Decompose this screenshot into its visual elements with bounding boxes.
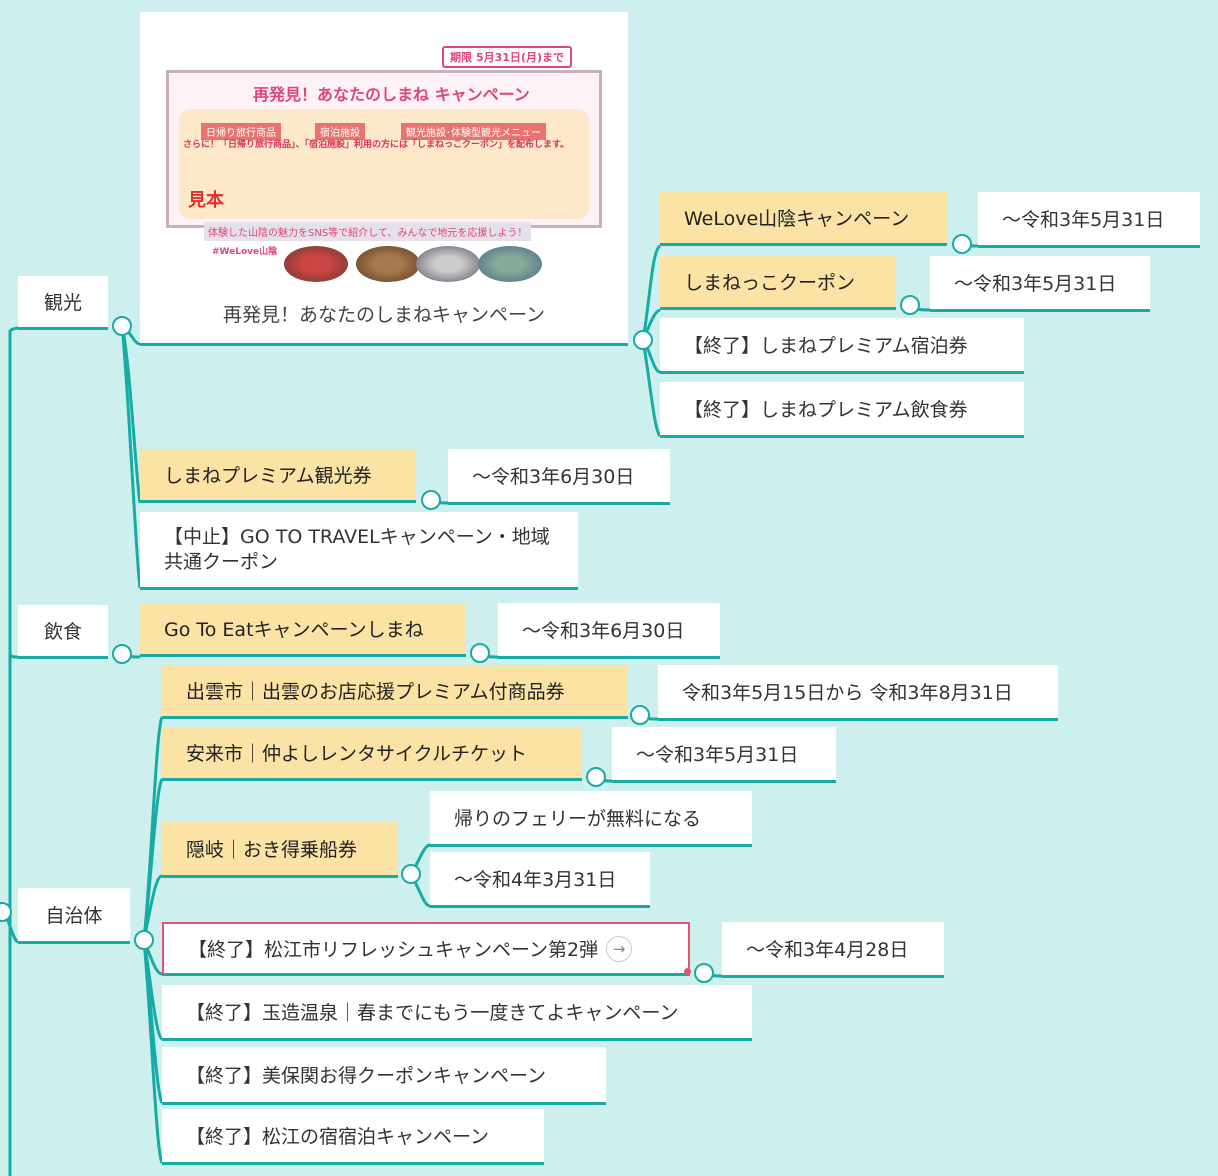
node-label: 〜令和3年6月30日 — [522, 620, 685, 642]
node-label: 〜令和3年5月31日 — [636, 744, 799, 766]
node-oki[interactable]: 隠岐｜おき得乗船券 — [162, 822, 398, 878]
node-label: Go To Eatキャンペーンしまね — [164, 619, 424, 641]
poster-label: 宿泊施設 — [315, 123, 365, 140]
collapse-toggle[interactable] — [633, 330, 653, 350]
poster-deadline: 期限 5月31日(月)まで — [442, 46, 572, 68]
collapse-toggle[interactable] — [586, 767, 606, 787]
node-gotravel[interactable]: 【中止】GO TO TRAVELキャンペーン・地域共通クーポン — [140, 512, 578, 590]
collapse-toggle[interactable] — [134, 930, 154, 950]
node-oki-note[interactable]: 帰りのフェリーが無料になる — [430, 791, 752, 847]
node-label: 〜令和3年4月28日 — [746, 939, 909, 961]
collapse-toggle[interactable] — [900, 295, 920, 315]
poster-sns: 体験した山陰の魅力をSNS等で紹介して、みんなで地元を応援しよう！ — [204, 222, 532, 241]
category-inshoku[interactable]: 飲食 — [18, 605, 108, 659]
image-node-caption: 再発見！あなたのしまねキャンペーン — [222, 304, 546, 326]
poster-title: 再発見！あなたのしまね キャンペーン — [253, 85, 530, 104]
collapse-toggle[interactable] — [470, 643, 490, 663]
node-label: 自治体 — [45, 905, 103, 927]
category-jichitai[interactable]: 自治体 — [18, 888, 130, 944]
castle-photo — [416, 246, 480, 282]
arrow-right-icon[interactable]: → — [606, 935, 633, 962]
node-izumo-date[interactable]: 令和3年5月15日から 令和3年8月31日 — [658, 665, 1058, 721]
node-shukuhaku[interactable]: 【終了】しまねプレミアム宿泊券 — [660, 318, 1024, 374]
category-kanko[interactable]: 観光 — [18, 276, 108, 330]
node-mihonoseki[interactable]: 【終了】美保関お得クーポンキャンペーン — [162, 1047, 606, 1105]
poster-sample-stamp: 見本 — [188, 190, 224, 211]
node-label: 〜令和3年5月31日 — [954, 273, 1117, 295]
node-tamatsukuri[interactable]: 【終了】玉造温泉｜春までにもう一度きてよキャンペーン — [162, 985, 752, 1041]
node-label: 【終了】松江市リフレッシュキャンペーン第2弾 — [188, 939, 599, 961]
node-label: 【終了】美保関お得クーポンキャンペーン — [186, 1065, 547, 1087]
node-label: しまねっこクーポン — [684, 272, 856, 294]
node-label: 【終了】松江の宿宿泊キャンペーン — [186, 1126, 490, 1148]
node-label: 飲食 — [43, 621, 82, 643]
node-label: 〜令和3年6月30日 — [472, 466, 635, 488]
node-yasugi[interactable]: 安来市｜仲よしレンタサイクルチケット — [162, 727, 582, 781]
node-label: 令和3年5月15日から 令和3年8月31日 — [682, 682, 1013, 704]
poster-note: さらに！「日帰り旅行商品」、「宿泊施設」利用の方には「しまねっこクーポン」を配布… — [183, 140, 570, 150]
node-matsue-refresh[interactable]: 【終了】松江市リフレッシュキャンペーン第2弾 → — [162, 922, 690, 976]
node-goto-eat-date[interactable]: 〜令和3年6月30日 — [498, 603, 720, 659]
node-oki-date[interactable]: 〜令和4年3月31日 — [430, 852, 650, 908]
collapse-toggle[interactable] — [112, 644, 132, 664]
collapse-toggle[interactable] — [421, 490, 441, 510]
node-label: 〜令和4年3月31日 — [454, 869, 617, 891]
node-label: 帰りのフェリーが無料になる — [454, 808, 702, 830]
node-label: 【終了】しまねプレミアム宿泊券 — [684, 335, 968, 357]
poster-hashtag: #WeLove山陰 — [212, 247, 278, 257]
campaign-poster-image: 期限 5月31日(月)まで 再発見！あなたのしまね キャンペーン 日帰り旅行商品… — [166, 46, 602, 286]
collapse-toggle[interactable] — [401, 864, 421, 884]
root-collapse-toggle[interactable] — [0, 902, 12, 922]
node-kankoken-date[interactable]: 〜令和3年6月30日 — [448, 449, 670, 505]
node-label: しまねプレミアム観光券 — [164, 465, 372, 487]
node-welove[interactable]: WeLove山陰キャンペーン — [660, 192, 947, 246]
node-label: 出雲市｜出雲のお店応援プレミアム付商品券 — [186, 681, 565, 703]
node-label: 【中止】GO TO TRAVELキャンペーン・地域共通クーポン — [164, 525, 550, 573]
node-matsue-refresh-date[interactable]: 〜令和3年4月28日 — [722, 922, 944, 978]
collapse-toggle[interactable] — [630, 705, 650, 725]
collapse-toggle[interactable] — [952, 234, 972, 254]
food-photo — [356, 246, 420, 282]
shrine-photo — [284, 246, 348, 282]
poster-label: 観光施設･体験型観光メニュー — [401, 123, 546, 140]
node-izumo[interactable]: 出雲市｜出雲のお店応援プレミアム付商品券 — [162, 665, 628, 719]
coast-photo — [478, 246, 542, 282]
node-label: 【終了】しまねプレミアム飲食券 — [684, 399, 968, 421]
resize-handle[interactable] — [684, 968, 691, 975]
node-label: 観光 — [43, 292, 82, 314]
poster-label: 日帰り旅行商品 — [201, 123, 281, 140]
node-shimanekko[interactable]: しまねっこクーポン — [660, 256, 896, 310]
node-label: 【終了】玉造温泉｜春までにもう一度きてよキャンペーン — [186, 1002, 679, 1024]
node-yasugi-date[interactable]: 〜令和3年5月31日 — [612, 727, 836, 783]
node-kankoken[interactable]: しまねプレミアム観光券 — [140, 449, 416, 503]
node-label: 〜令和3年5月31日 — [1002, 209, 1165, 231]
node-inshokuken[interactable]: 【終了】しまねプレミアム飲食券 — [660, 382, 1024, 438]
node-shimanekko-date[interactable]: 〜令和3年5月31日 — [930, 256, 1150, 312]
collapse-toggle[interactable] — [112, 316, 132, 336]
node-label: 安来市｜仲よしレンタサイクルチケット — [186, 743, 528, 765]
node-matsue-yado[interactable]: 【終了】松江の宿宿泊キャンペーン — [162, 1109, 544, 1165]
collapse-toggle[interactable] — [694, 963, 714, 983]
node-label: WeLove山陰キャンペーン — [684, 208, 910, 230]
node-label: 隠岐｜おき得乗船券 — [186, 839, 358, 861]
node-goto-eat[interactable]: Go To Eatキャンペーンしまね — [140, 603, 466, 657]
node-welove-date[interactable]: 〜令和3年5月31日 — [978, 192, 1200, 248]
